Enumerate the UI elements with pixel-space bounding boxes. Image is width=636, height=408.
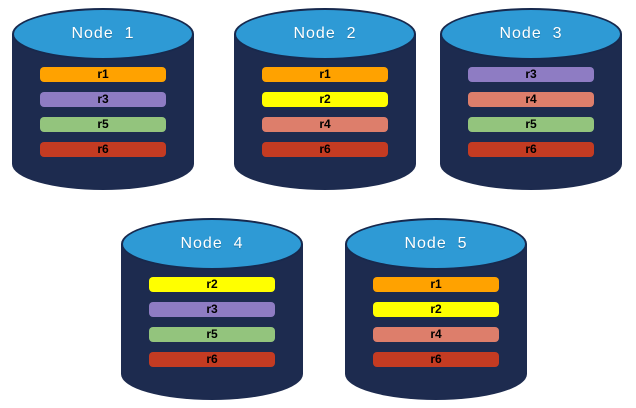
- database-node: Node 2 r1 r2 r4 r6: [234, 8, 416, 190]
- replica-bar-r4: r4: [262, 117, 388, 132]
- database-node: Node 3 r3 r4 r5 r6: [440, 8, 622, 190]
- node-cylinder-top: Node 4: [121, 218, 303, 270]
- replica-list: r2 r3 r5 r6: [149, 277, 275, 367]
- node-cylinder-body: [440, 34, 622, 190]
- database-node: Node 5 r1 r2 r4 r6: [345, 218, 527, 400]
- replica-bar-r3: r3: [40, 92, 166, 107]
- replica-bar-r6: r6: [373, 352, 499, 367]
- replica-bar-r2: r2: [262, 92, 388, 107]
- replica-bar-r2: r2: [373, 302, 499, 317]
- replica-bar-r1: r1: [262, 67, 388, 82]
- replica-bar-r6: r6: [149, 352, 275, 367]
- node-cylinder-top: Node 1: [12, 8, 194, 60]
- database-node: Node 1 r1 r3 r5 r6: [12, 8, 194, 190]
- node-cylinder-top: Node 5: [345, 218, 527, 270]
- node-cylinder-body: [12, 34, 194, 190]
- node-label: Node 3: [499, 25, 563, 42]
- replica-bar-r1: r1: [373, 277, 499, 292]
- replica-bar-r6: r6: [262, 142, 388, 157]
- node-label: Node 2: [293, 25, 357, 42]
- replica-bar-r4: r4: [468, 92, 594, 107]
- node-cylinder-top: Node 2: [234, 8, 416, 60]
- database-node: Node 4 r2 r3 r5 r6: [121, 218, 303, 400]
- replica-bar-r5: r5: [468, 117, 594, 132]
- node-cylinder-body: [121, 244, 303, 400]
- replica-bar-r6: r6: [40, 142, 166, 157]
- replica-bar-r3: r3: [468, 67, 594, 82]
- replica-bar-r5: r5: [40, 117, 166, 132]
- replica-list: r1 r3 r5 r6: [40, 67, 166, 157]
- replica-bar-r1: r1: [40, 67, 166, 82]
- replica-list: r1 r2 r4 r6: [262, 67, 388, 157]
- replica-bar-r2: r2: [149, 277, 275, 292]
- node-cylinder-top: Node 3: [440, 8, 622, 60]
- replica-bar-r5: r5: [149, 327, 275, 342]
- node-label: Node 1: [71, 25, 135, 42]
- node-label: Node 4: [180, 235, 244, 252]
- replica-bar-r3: r3: [149, 302, 275, 317]
- node-cylinder-body: [234, 34, 416, 190]
- replica-list: r1 r2 r4 r6: [373, 277, 499, 367]
- replica-bar-r6: r6: [468, 142, 594, 157]
- replica-bar-r4: r4: [373, 327, 499, 342]
- replica-list: r3 r4 r5 r6: [468, 67, 594, 157]
- node-label: Node 5: [404, 235, 468, 252]
- node-cylinder-body: [345, 244, 527, 400]
